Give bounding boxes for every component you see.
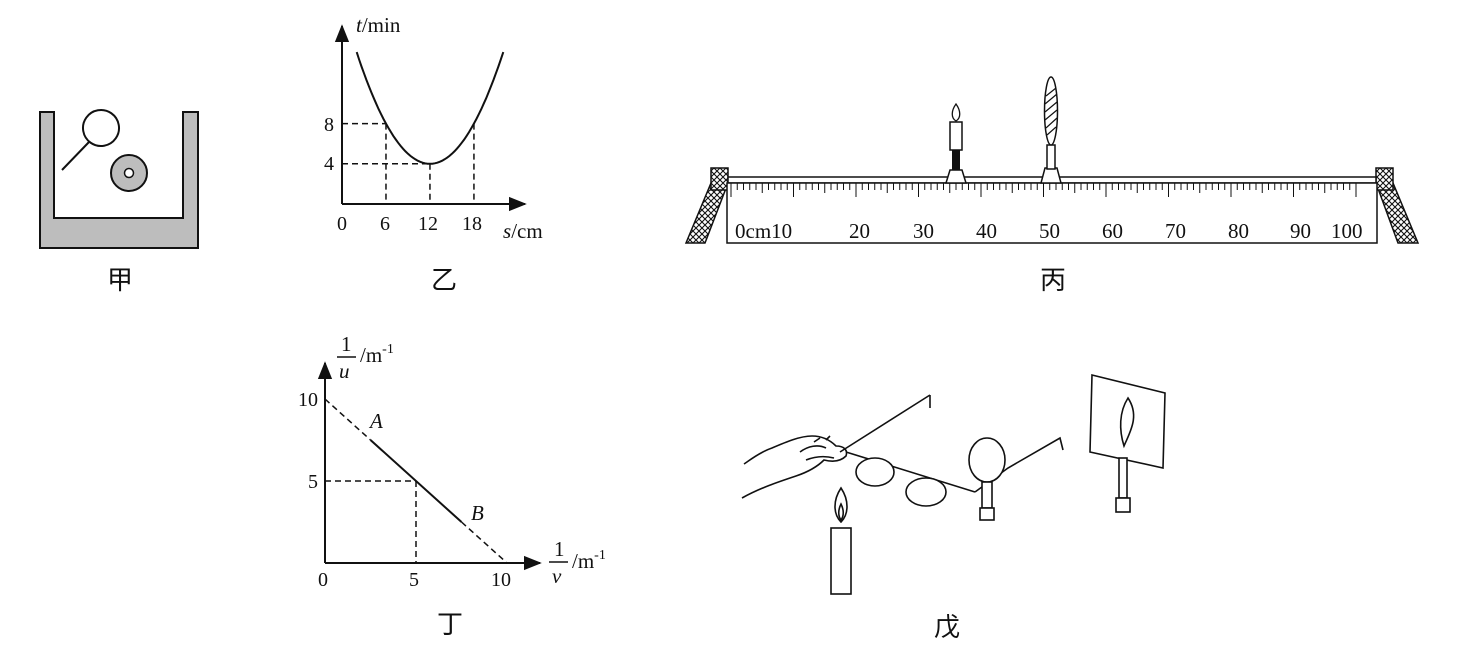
magnifier-lens bbox=[82, 109, 120, 147]
y-axis-unit: /min bbox=[362, 13, 401, 37]
caption-bing: 丙 bbox=[1040, 266, 1066, 296]
ruler-body bbox=[726, 182, 1378, 244]
lens-holder-stem bbox=[1046, 144, 1056, 170]
point-a-label: A bbox=[368, 409, 383, 433]
lens-holder-base bbox=[1040, 167, 1062, 184]
left-support-block bbox=[710, 167, 729, 191]
ruler-label-60: 60 bbox=[1102, 219, 1123, 243]
lens-ellipse-1 bbox=[855, 457, 895, 487]
ruler-label-50: 50 bbox=[1039, 219, 1060, 243]
ruler-label-10: 0cm10 bbox=[735, 219, 792, 243]
y-label-den: u bbox=[339, 359, 350, 383]
caption-jia: 甲 bbox=[107, 266, 133, 296]
y-tick-5: 5 bbox=[308, 471, 318, 493]
line-solid-segment bbox=[369, 439, 463, 523]
thin-rod bbox=[839, 394, 931, 453]
container-walls bbox=[39, 111, 199, 249]
ruler-label-80: 80 bbox=[1228, 219, 1249, 243]
figure-wu: 戊 bbox=[741, 373, 1166, 643]
origin-label: 0 bbox=[337, 213, 347, 235]
x-label-unit-text: /m-1 bbox=[572, 548, 606, 573]
line-dashed-end bbox=[460, 521, 508, 564]
candle-flame-core bbox=[837, 502, 845, 522]
hand-fingers bbox=[799, 435, 835, 461]
magnifier-handle bbox=[61, 141, 90, 171]
candle-holder bbox=[944, 102, 968, 184]
figure-jia: 甲 bbox=[39, 109, 199, 296]
figure-ding: 1 u /m-1 1 v /m-1 0 10 5 5 10 A B 丁 bbox=[298, 332, 606, 640]
right-support-leg bbox=[1374, 182, 1420, 244]
candle-holder-base bbox=[944, 169, 968, 184]
y-axis-var: t bbox=[356, 13, 363, 37]
ruler-label-40: 40 bbox=[976, 219, 997, 243]
candle-holder-stem bbox=[952, 148, 960, 170]
hand bbox=[741, 435, 848, 499]
lens-ellipse-2 bbox=[905, 477, 947, 507]
guide-lines bbox=[325, 480, 417, 563]
ruler-label-70: 70 bbox=[1165, 219, 1186, 243]
flame-image bbox=[1119, 396, 1135, 449]
x-axis-label: s/cm bbox=[503, 219, 543, 243]
time-distance-curve bbox=[355, 51, 505, 165]
x-label-exp: -1 bbox=[594, 548, 606, 563]
caption-ding: 丁 bbox=[437, 610, 463, 640]
y-tick-4: 4 bbox=[324, 153, 334, 175]
wu-lens-base bbox=[979, 507, 995, 521]
x-axis-var: s bbox=[503, 219, 511, 243]
ruler-label-20: 20 bbox=[849, 219, 870, 243]
candle-body bbox=[949, 121, 963, 151]
x-tick-18: 18 bbox=[462, 213, 482, 235]
figure-bing: 0cm10 20 30 40 50 60 70 80 90 100 丙 bbox=[684, 76, 1420, 296]
point-b-label: B bbox=[471, 501, 484, 525]
y-axis-label: 1 u /m-1 bbox=[337, 332, 394, 383]
y-label-exp: -1 bbox=[382, 342, 394, 357]
x-tick-10: 10 bbox=[491, 569, 511, 591]
line-dashed-start bbox=[324, 398, 372, 441]
x-label-num: 1 bbox=[554, 537, 565, 561]
x-label-unit: /m bbox=[572, 549, 594, 573]
x-tick-6: 6 bbox=[380, 213, 390, 235]
lens-hatching bbox=[1044, 87, 1058, 136]
wu-convex-lens bbox=[968, 437, 1006, 483]
ruler-label-90: 90 bbox=[1290, 219, 1311, 243]
disc-hole bbox=[123, 167, 135, 179]
screen-stem bbox=[1118, 457, 1128, 499]
y-label-unit-text: /m-1 bbox=[360, 342, 394, 367]
left-support-leg bbox=[684, 182, 730, 244]
y-label-unit: /m bbox=[360, 343, 382, 367]
right-support-block bbox=[1375, 167, 1394, 191]
wu-lens-stem bbox=[981, 481, 993, 509]
x-tick-12: 12 bbox=[418, 213, 438, 235]
caption-yi: 乙 bbox=[431, 266, 457, 296]
y-tick-8: 8 bbox=[324, 114, 334, 136]
lens-holder bbox=[1040, 76, 1062, 184]
ruler-label-30: 30 bbox=[913, 219, 934, 243]
figure-yi: t/min s/cm 0 8 4 6 12 18 乙 bbox=[324, 13, 543, 296]
candle-body bbox=[830, 527, 852, 595]
y-axis-label: t/min bbox=[356, 13, 401, 37]
reciprocal-line bbox=[324, 398, 508, 564]
x-axis-label: 1 v /m-1 bbox=[549, 537, 606, 588]
origin-label: 0 bbox=[318, 569, 328, 591]
x-label-den: v bbox=[552, 564, 562, 588]
screen-base bbox=[1115, 497, 1131, 513]
y-label-num: 1 bbox=[341, 332, 352, 356]
caption-wu: 戊 bbox=[934, 613, 960, 643]
y-tick-10: 10 bbox=[298, 389, 318, 411]
x-tick-5: 5 bbox=[409, 569, 419, 591]
candle-flame bbox=[951, 102, 961, 122]
ruler-label-100: 100 bbox=[1331, 219, 1363, 243]
ruler-ticks bbox=[730, 183, 1357, 197]
guide-lines bbox=[342, 122, 475, 204]
x-axis-unit: /cm bbox=[511, 219, 543, 243]
